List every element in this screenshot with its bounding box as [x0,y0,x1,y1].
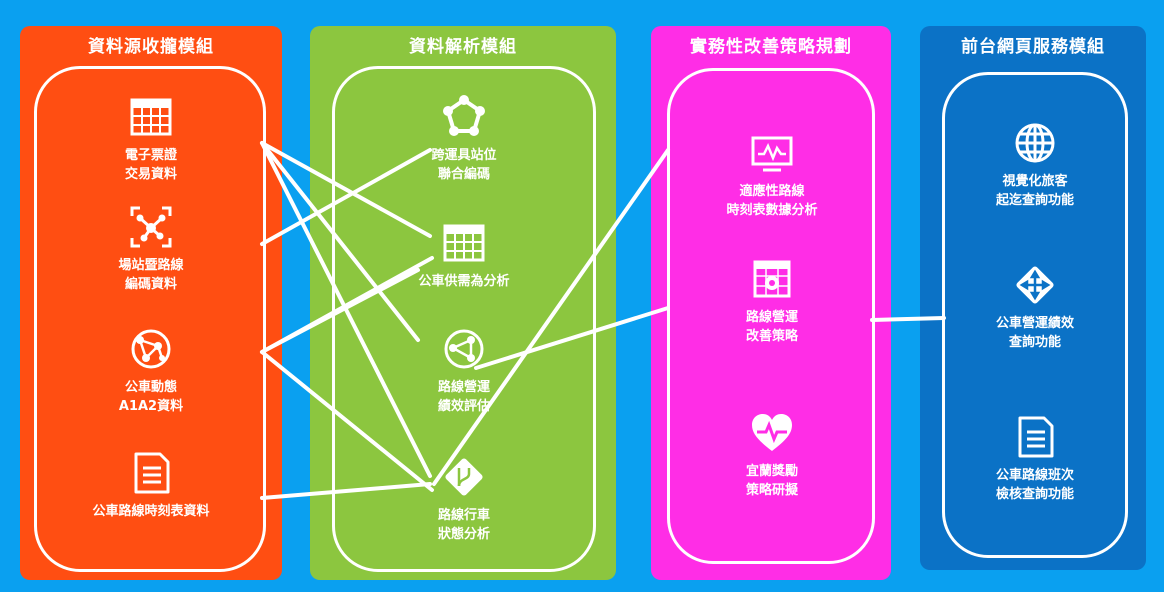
item-bus-supply-demand: 公車供需為分析 [384,220,544,291]
item-ticket-data: 電子票證 交易資料 [72,94,230,184]
network-ring-icon [443,95,485,136]
table-grid-icon [443,224,485,262]
item-passenger-od-query: 視覺化旅客 起迄查詢功能 [958,120,1112,210]
item-label: 公車動態 A1A2資料 [118,380,184,414]
item-label: 公車供需為分析 [418,274,510,289]
item-label: 公車路線班次 檢核查詢功能 [995,468,1074,502]
item-label: 路線行車 狀態分析 [437,508,490,542]
analyze-module-title: 資料解析模組 [409,37,517,57]
document-icon [1018,416,1054,458]
collect-module-title: 資料源收攏模組 [88,37,214,57]
item-adaptive-timetable: 適應性路線 時刻表數據分析 [690,130,854,220]
item-station-route-code: 場站暨路線 編碼資料 [72,204,230,294]
service-module-frame [942,72,1128,558]
document-icon [134,452,170,494]
item-route-traffic-status: 路線行車 狀態分析 [384,454,544,544]
globe-network-icon [131,329,171,369]
item-bus-dynamic-data: 公車動態 A1A2資料 [72,326,230,416]
item-label: 適應性路線 時刻表數據分析 [726,184,818,218]
route-diamond-icon [445,458,483,496]
item-label: 路線營運 績效評估 [437,380,490,414]
item-label: 電子票證 交易資料 [124,148,177,182]
calendar-gear-icon [753,260,791,298]
item-label: 場站暨路線 編碼資料 [118,258,184,292]
item-bus-timetable-data: 公車路線時刻表資料 [52,450,250,521]
globe-network-icon [444,329,484,369]
item-bus-schedule-check: 公車路線班次 檢核查詢功能 [958,414,1112,504]
strategy-module-title: 實務性改善策略規劃 [690,37,852,57]
table-grid-icon [130,98,172,136]
item-joint-station-code: 跨運具站位 聯合編碼 [384,94,544,184]
strategy-module-panel: 實務性改善策略規劃 [651,26,891,580]
globe-icon [1015,123,1055,163]
item-label: 跨運具站位 聯合編碼 [431,148,497,182]
item-label: 路線營運 改善策略 [745,310,798,344]
monitor-chart-icon [751,136,793,172]
heart-pulse-icon [752,414,792,451]
item-label: 公車營運績效 查詢功能 [995,316,1074,350]
item-route-performance: 路線營運 績效評估 [384,326,544,416]
item-bus-performance-query: 公車營運績效 查詢功能 [958,262,1112,352]
item-yilan-incentive: 宜蘭獎勵 策略研擬 [690,410,854,500]
item-route-improvement: 路線營運 改善策略 [690,256,854,346]
item-label: 公車路線時刻表資料 [92,504,210,519]
item-label: 視覺化旅客 起迄查詢功能 [995,174,1074,208]
service-module-title: 前台網頁服務模組 [961,37,1105,57]
directions-diamond-icon [1016,266,1054,304]
network-nodes-icon [130,206,172,248]
item-label: 宜蘭獎勵 策略研擬 [745,464,798,498]
